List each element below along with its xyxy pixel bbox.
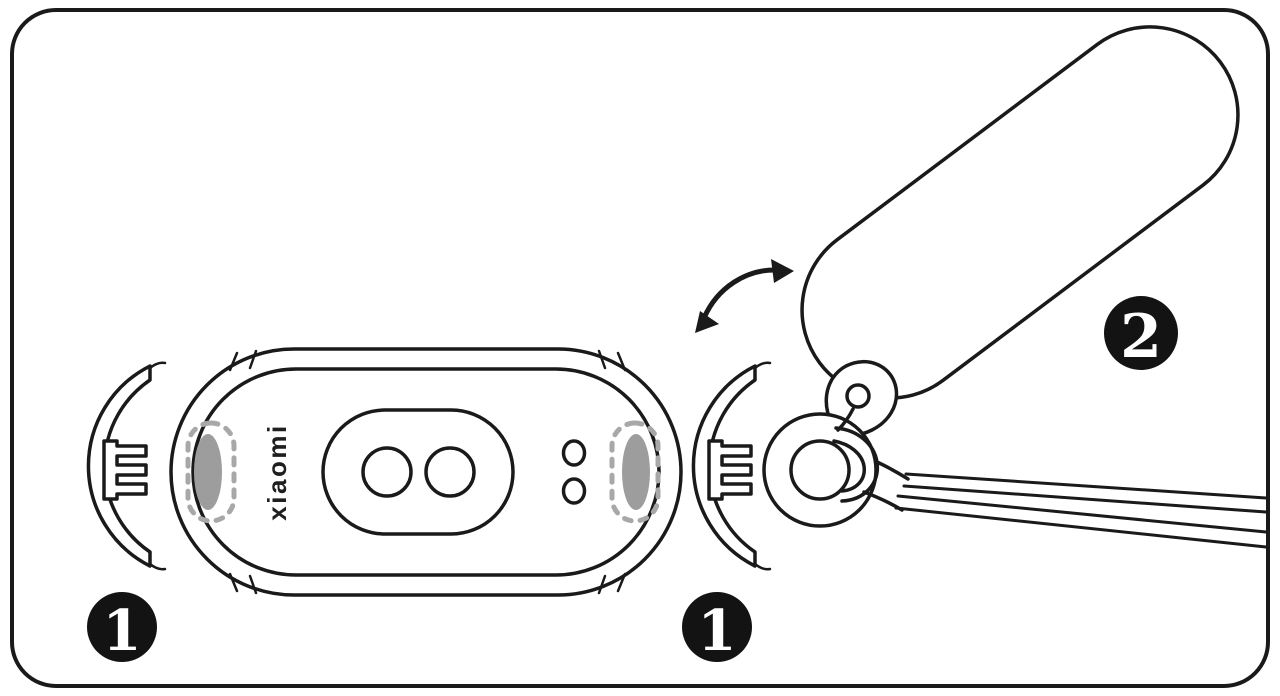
arrow-head-right bbox=[771, 259, 794, 283]
right-release-button bbox=[622, 434, 650, 510]
charging-contact-left bbox=[361, 446, 413, 498]
strap-tick-marks bbox=[228, 349, 627, 595]
necklace-cords bbox=[894, 472, 1268, 549]
badge-circle bbox=[1104, 296, 1178, 370]
sensor-dot-top bbox=[561, 439, 587, 467]
charging-contact-right bbox=[424, 446, 476, 498]
sensor-dot-bottom bbox=[561, 477, 587, 505]
charging-recess bbox=[321, 408, 515, 536]
badge-number: 2 bbox=[1120, 302, 1162, 372]
brand-logo-text: xiaomi bbox=[262, 423, 292, 520]
badge-number: 1 bbox=[698, 598, 737, 664]
badge-circle bbox=[87, 592, 157, 662]
left-release-dashed-outline bbox=[185, 420, 237, 524]
connector-hole bbox=[845, 383, 871, 409]
step-2-badge: 2 bbox=[1104, 296, 1178, 372]
badge-number: 1 bbox=[103, 598, 142, 664]
badge-circle bbox=[682, 592, 752, 662]
right-release-dashed-outline bbox=[609, 420, 661, 524]
pendant-body bbox=[800, 25, 1240, 400]
pendant-assembly bbox=[762, 25, 1268, 549]
step-1-left-badge: 1 bbox=[87, 592, 157, 664]
band-capsule-back: xiaomi bbox=[169, 347, 683, 597]
arrow-head-left bbox=[695, 311, 719, 333]
pendant-ring-inner bbox=[789, 439, 851, 501]
rotation-arrow-icon bbox=[695, 259, 794, 333]
step-1-right-badge: 1 bbox=[682, 592, 752, 664]
left-release-button bbox=[194, 434, 222, 510]
